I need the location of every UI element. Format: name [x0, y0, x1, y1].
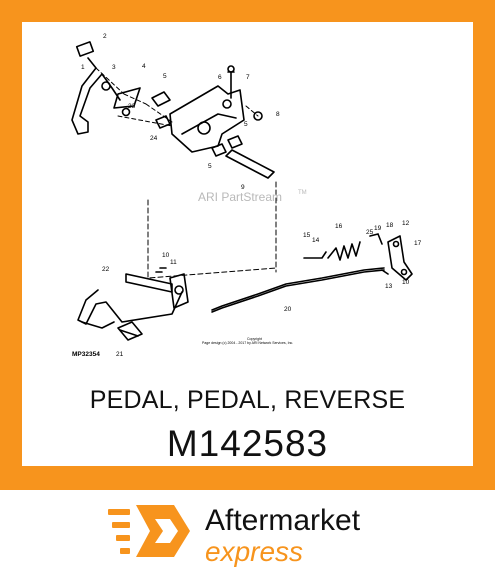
callout-15: 15: [303, 232, 311, 239]
figure-id: MP32354: [72, 351, 100, 358]
copyright-line: Page design (c) 2004 - 2017 by ARI Netwo…: [202, 341, 293, 345]
watermark-text: ARI PartStream: [198, 190, 282, 204]
callout-18: 18: [386, 222, 394, 229]
callout-10b: 10: [402, 279, 410, 286]
callout-21: 21: [116, 351, 124, 358]
callout-1: 1: [81, 64, 85, 71]
callout-19: 19: [374, 225, 382, 232]
callout-24: 24: [150, 135, 158, 142]
footer: [0, 490, 495, 575]
callout-5: 5: [163, 73, 167, 80]
callout-3: 3: [112, 64, 116, 71]
copyright-label: Copyright: [247, 337, 262, 341]
nut-3: [101, 81, 111, 91]
callout-10: 10: [162, 252, 170, 259]
callout-16: 16: [335, 223, 343, 230]
callout-25: 25: [366, 229, 374, 236]
callout-11: 11: [170, 259, 177, 266]
callout-8: 8: [276, 111, 280, 118]
pin-13: [381, 269, 389, 275]
callout-14: 14: [312, 237, 320, 244]
product-name: PEDAL, PEDAL, REVERSE: [89, 386, 406, 414]
link-bracket: [113, 87, 141, 109]
spring-16: [327, 241, 361, 261]
callout-17: 17: [414, 240, 422, 247]
part-number: M142583: [166, 423, 329, 464]
callout-2: 2: [103, 33, 107, 40]
bushing-24: [155, 115, 171, 129]
watermark-tm: TM: [298, 190, 307, 196]
bushing-5a: [151, 91, 171, 107]
pedal-arm-lower: [77, 289, 183, 325]
callout-7: 7: [246, 74, 250, 81]
callout-23: 23: [128, 103, 136, 110]
bushing-5c: [211, 143, 227, 157]
pedal-pad-21: [117, 321, 143, 341]
callout-12: 12: [402, 220, 410, 227]
main-bracket: [169, 85, 245, 153]
callout-20: 20: [284, 306, 292, 313]
brand-tagline: express: [205, 536, 304, 567]
callout-13: 13: [385, 283, 393, 290]
aftermarket-express-logo-icon: [108, 505, 190, 557]
callout-6: 6: [218, 74, 222, 81]
pedal-arm-upper: [71, 57, 121, 135]
shaft-9: [225, 149, 275, 179]
nut-23: [121, 107, 131, 117]
bushing-5b: [227, 135, 243, 149]
washer-10: [155, 267, 167, 273]
rod-20: [211, 267, 385, 311]
callout-22: 22: [102, 266, 110, 273]
callout-9: 9: [241, 184, 245, 191]
brand-name: Aftermarket: [205, 504, 361, 537]
pedal-pad-upper: [75, 41, 95, 57]
nut-8: [253, 111, 263, 121]
parts-diagram: 1 2 3 4 5 6 7 8 23 24 5 5 9 16 19 18 12 …: [71, 33, 422, 358]
lever-12: [387, 235, 413, 281]
callout-4: 4: [142, 63, 146, 70]
callout-5b: 5: [244, 121, 248, 128]
product-card: 1 2 3 4 5 6 7 8 23 24 5 5 9 16 19 18 12 …: [22, 22, 473, 466]
pedal-shaft-lower: [125, 273, 173, 293]
callout-5c: 5: [208, 163, 212, 170]
pedal-plate: [169, 273, 189, 309]
